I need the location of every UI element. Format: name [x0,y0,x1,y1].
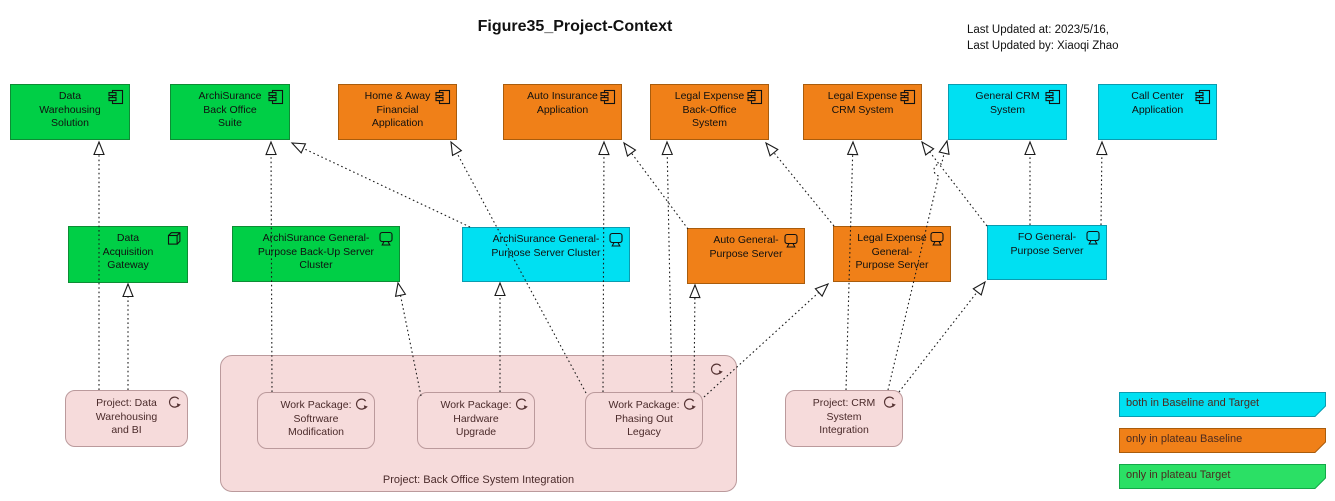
legend-only-plateau-baseline-banner [1119,428,1326,453]
device-icon [784,233,798,248]
legend-only-plateau-target-label: only in plateau Target [1126,469,1231,481]
legend-both-baseline-target-banner [1119,392,1326,417]
edge-fo-gp-server--call-center-application [1096,140,1108,226]
device-icon [1086,230,1100,245]
archisurance-gp-backup-server-cluster[interactable]: ArchiSurance General-Purpose Back-Up Ser… [232,226,400,282]
page-title: Figure35_Project-Context [477,18,673,35]
component-icon [1195,89,1211,105]
last-updated-by: Last Updated by: Xiaoqi Zhao [967,40,1119,52]
legend-only-plateau-baseline: only in plateau Baseline [1119,428,1326,453]
edge-auto-gp-server--auto-insurance-application [623,141,689,230]
fo-gp-server-label: FO General-Purpose Server [1010,231,1084,257]
component-icon [268,89,284,105]
work-package-icon [883,396,896,408]
edge-archisurance-gp-server-cluster--archisurance-back-office-suite [290,142,471,228]
last-updated-note: Last Updated at: 2023/5/16, Last Updated… [967,22,1119,54]
component-icon [900,89,916,105]
work-package-icon [355,398,368,410]
component-icon [435,89,451,105]
device-icon [930,231,944,246]
work-package-icon [710,363,723,375]
edge-legal-expense-gp-server--legal-expense-back-office-system [765,141,835,227]
archisurance-gp-server-cluster-label: ArchiSurance General-Purpose Server Clus… [491,233,601,259]
device-icon [609,232,623,247]
auto-gp-server[interactable]: Auto General-Purpose Server [687,228,805,284]
edge-fo-gp-server--legal-expense-crm-system [921,140,988,227]
legend-both-baseline-target: both in Baseline and Target [1119,392,1326,417]
component-icon [108,89,124,105]
container-label: Project: Back Office System Integration [382,474,575,486]
component-icon [1045,89,1061,105]
work-package-icon [683,398,696,410]
work-package-icon [515,398,528,410]
legend-only-plateau-target-banner [1119,464,1326,489]
device-icon [379,231,393,246]
archisurance-gp-server-cluster[interactable]: ArchiSurance General-Purpose Server Clus… [462,227,630,282]
auto-gp-server-label: Auto General-Purpose Server [709,234,783,260]
component-icon [747,89,763,105]
legend-both-baseline-target-label: both in Baseline and Target [1126,397,1260,409]
work-package-icon [168,396,181,408]
archisurance-gp-backup-server-cluster-label: ArchiSurance General-Purpose Back-Up Ser… [257,232,375,271]
legend-only-plateau-baseline-label: only in plateau Baseline [1126,433,1243,445]
node-icon [167,232,181,245]
fo-gp-server[interactable]: FO General-Purpose Server [987,225,1107,280]
legend-only-plateau-target: only in plateau Target [1119,464,1326,489]
component-icon [600,89,616,105]
edge-project-crm-system-integration--fo-gp-server [898,280,986,393]
last-updated-at: Last Updated at: 2023/5/16, [967,24,1109,36]
